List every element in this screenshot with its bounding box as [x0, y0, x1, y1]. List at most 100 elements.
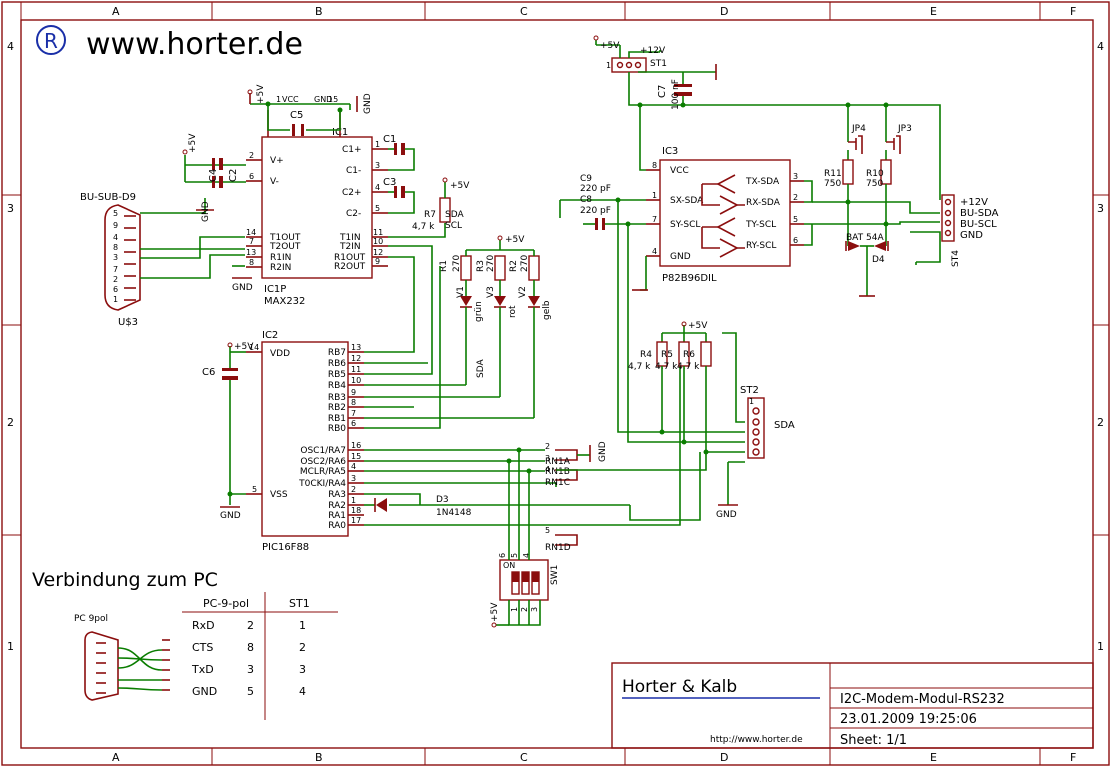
col-label-a: A: [112, 5, 120, 18]
sw1-pin-3: 3: [530, 607, 539, 612]
col-label-d-bottom: D: [720, 751, 728, 764]
c9-label: C9: [580, 174, 592, 184]
table-col-st1: ST1: [289, 597, 310, 610]
r7-value: 4,7 k: [412, 222, 435, 232]
table-cell-pc: 5: [247, 685, 254, 698]
row-label-2-right: 2: [1097, 416, 1104, 429]
ic2-pin-label: RB3: [328, 393, 346, 403]
company-name: Horter & Kalb: [622, 677, 737, 697]
c4-5v-label: +5V: [188, 133, 198, 153]
ic2-pin-label: RB5: [328, 370, 346, 380]
ic2-pin-label: RA3: [328, 490, 346, 500]
ic1-top-gnd: GND: [314, 95, 332, 104]
ic2-gnd-label: GND: [220, 511, 241, 521]
header-logo: R www.horter.de: [36, 25, 303, 62]
led-5v: +5V: [505, 235, 525, 245]
ic1-max232: IC1 IC1P MAX232 V+ V- T1OUT T2OUT R1IN R…: [246, 95, 388, 307]
table-cell-st1: 1: [299, 619, 306, 632]
r7-pullup: +5V R7 4,7 k SDA SCL: [388, 177, 470, 238]
ic3-lbl-syscl: SY-SCL: [670, 220, 700, 230]
registered-letter: R: [44, 29, 58, 53]
table-cell-st1: 2: [299, 641, 306, 654]
ic1-top-pin1: 1: [276, 95, 281, 104]
ic2-pin-number: 12: [351, 354, 361, 363]
drawing-title: I2C-Modem-Modul-RS232: [840, 692, 1005, 707]
c7-value: 100 nF: [671, 79, 681, 110]
ic2-pin-label: RA1: [328, 511, 346, 521]
st2-gnd-label: GND: [716, 510, 737, 520]
ic1-pin-5: 5: [375, 204, 380, 213]
row-label-4-right: 4: [1097, 40, 1104, 53]
bu-pin-8: 8: [113, 243, 118, 252]
ic3-value: P82B96DIL: [662, 273, 717, 284]
r2-value: 270: [520, 255, 530, 272]
col-label-e-bottom: E: [930, 751, 937, 764]
bus-pullups: JP4 JP3 R11 750 R10 750 BAT 54A D4: [824, 102, 912, 297]
st1-5v-label: +5V: [600, 41, 620, 51]
ic2-pin-number: 11: [351, 365, 361, 374]
ic1-top-pin15: 15: [328, 95, 338, 104]
rn1-resistor-network: 2 3 4 5 RN1A RN1B RN1C RN1D GND: [545, 441, 608, 553]
net-sda-2: SDA: [476, 359, 486, 378]
ic3-lbl-tyscl: TY-SCL: [745, 220, 776, 230]
col-label-f: F: [1070, 5, 1076, 18]
ic1-pin-11: 11: [373, 228, 383, 237]
c2-label: C2: [228, 169, 239, 182]
sheet-number: Sheet: 1/1: [840, 733, 907, 748]
charge-pump-caps: C1 C3: [383, 134, 415, 214]
ic3-p82b96: IC3 P82B96DIL VCC SX-SDA SY-SCL GND TX-S…: [646, 146, 804, 284]
ic2-5v-label: +5V: [234, 342, 254, 352]
ic1-gnd-label: GND: [363, 93, 373, 114]
sw1-5v-label: +5V: [490, 602, 500, 622]
ic1-lbl-t1in: T1IN: [339, 233, 361, 243]
r6-value: 4,7 k: [677, 362, 700, 372]
led-indicators: +5V R1 270 R3 270 R2 270 V1 V3 V2 grün r…: [439, 235, 552, 418]
st2-label: ST2: [740, 385, 759, 396]
table-cell-pc: 8: [247, 641, 254, 654]
row-label-3-right: 3: [1097, 202, 1104, 215]
company-website: http://www.horter.de: [710, 735, 803, 745]
table-cell-signal: CTS: [192, 641, 213, 654]
c4-label: C4: [208, 169, 219, 182]
ic3-pin-6: 6: [793, 236, 798, 245]
bu-pin-5: 5: [113, 209, 118, 218]
row-label-1: 1: [7, 640, 14, 653]
c5-label: C5: [290, 110, 303, 121]
ic2-pin-number: 6: [351, 419, 356, 428]
ic1-pin-6: 6: [249, 172, 254, 181]
ic1-pin-1: 1: [375, 140, 380, 149]
ic3-pin-4: 4: [652, 247, 657, 256]
ic2-pin-number: 17: [351, 516, 361, 525]
st4-bus-connector: +12V BU-SDA BU-SCL GND ST4: [915, 194, 999, 267]
ic1-pin-9: 9: [375, 257, 380, 266]
bu-sub-d9-connector: BU-SUB-D9 5 9 4 8 3 7 2 6 1 U$3: [80, 192, 141, 328]
c9-value: 220 pF: [580, 184, 611, 194]
ic1-lbl-vminus: V-: [270, 177, 279, 187]
row-label-2: 2: [7, 416, 14, 429]
v1-label: V1: [456, 286, 466, 298]
table-cell-signal: TxD: [191, 663, 214, 676]
jp4-label: JP4: [851, 124, 866, 134]
gnd-ic1-r2in: GND: [232, 283, 253, 293]
st1-12v-label: +12V: [640, 46, 666, 56]
rn1a-label: RN1A: [545, 457, 571, 467]
ic2-right-pins: RB713RB612RB511RB410RB39RB28RB17RB06OSC1…: [298, 343, 364, 531]
r2-label: R2: [509, 260, 519, 272]
bu-pin-2: 2: [113, 275, 118, 284]
ic3-pin-3: 3: [793, 172, 798, 181]
ic3-lbl-txsda: TX-SDA: [745, 177, 780, 187]
ic2-supply: GND +5V C6: [202, 342, 254, 521]
net-scl-1: SCL: [445, 221, 462, 231]
ic1-pin-4: 4: [375, 183, 380, 192]
ic3-lbl-sxsda: SX-SDA: [670, 196, 704, 206]
net-sda-1: SDA: [445, 210, 464, 220]
rn1-pin-3: 3: [545, 454, 550, 463]
table-col-pc9pol: PC-9-pol: [203, 597, 249, 610]
sw1-pin-2: 2: [520, 607, 529, 612]
rn1c-label: RN1C: [545, 478, 570, 488]
ic1-lbl-r2in: R2IN: [270, 263, 291, 273]
ic2-value: PIC16F88: [262, 542, 309, 553]
ic2-pin-label: RB6: [328, 359, 346, 369]
ic2-pin-label: RB7: [328, 348, 346, 358]
ic2-lbl-vdd: VDD: [270, 349, 290, 359]
